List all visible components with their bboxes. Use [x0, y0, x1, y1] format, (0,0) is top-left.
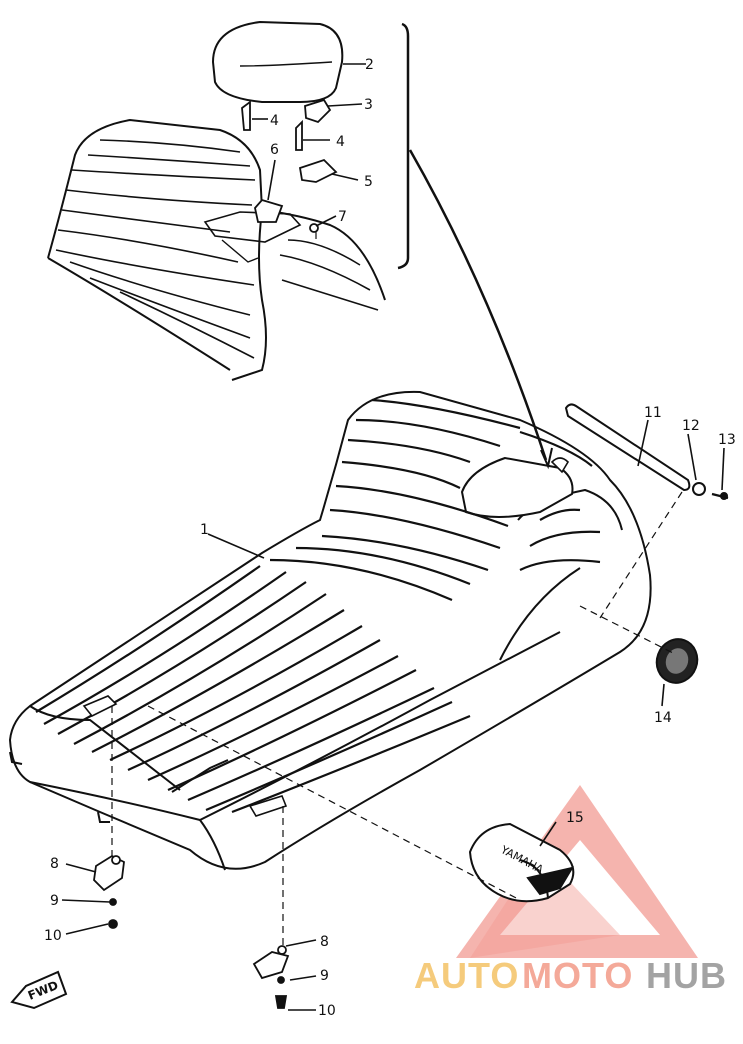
callout-3: 3 — [364, 97, 373, 113]
callout-1: 1 — [200, 522, 209, 538]
callout-5: 5 — [364, 174, 373, 190]
callout-10a: 10 — [44, 928, 62, 944]
watermark-auto: AUTO — [414, 955, 519, 996]
grab-strap — [564, 403, 729, 500]
watermark-triangle — [456, 785, 698, 958]
callout-9b: 9 — [320, 968, 329, 984]
callout-11: 11 — [644, 405, 662, 421]
callout-10b: 10 — [318, 1003, 336, 1019]
emblem — [655, 638, 699, 684]
callout-leaders — [61, 63, 725, 1011]
lower-hardware-right — [252, 945, 290, 1009]
lower-hardware-left — [93, 854, 125, 929]
callout-15: 15 — [566, 810, 584, 826]
watermark-wordmark: AUTO MOTO HUB — [414, 955, 727, 996]
callout-2: 2 — [365, 57, 374, 73]
callout-numbers: 2 3 4 4 6 5 7 1 11 12 13 14 15 8 9 10 8 … — [44, 57, 736, 1019]
callout-8a: 8 — [50, 856, 59, 872]
backrest-pad — [211, 20, 344, 103]
inset-hardware — [241, 98, 338, 233]
callout-13: 13 — [718, 432, 736, 448]
seat-label-tag: YAMAHA — [468, 822, 575, 903]
callout-7: 7 — [338, 209, 347, 225]
watermark-moto: MOTO — [522, 955, 633, 996]
inset-leader — [408, 149, 548, 461]
callout-12: 12 — [682, 418, 700, 434]
seat-latches — [82, 457, 570, 817]
callout-4b: 4 — [336, 134, 345, 150]
seat-stitching — [35, 398, 601, 814]
callout-4a: 4 — [270, 113, 279, 129]
fwd-arrow: FWD — [10, 970, 68, 1010]
callout-9a: 9 — [50, 893, 59, 909]
main-seat — [8, 390, 652, 871]
watermark-hub: HUB — [646, 955, 727, 996]
assembly-lines — [111, 232, 683, 948]
callout-8b: 8 — [320, 934, 329, 950]
detail-inset — [47, 22, 410, 381]
callout-6: 6 — [270, 142, 279, 158]
callout-14: 14 — [654, 710, 672, 726]
